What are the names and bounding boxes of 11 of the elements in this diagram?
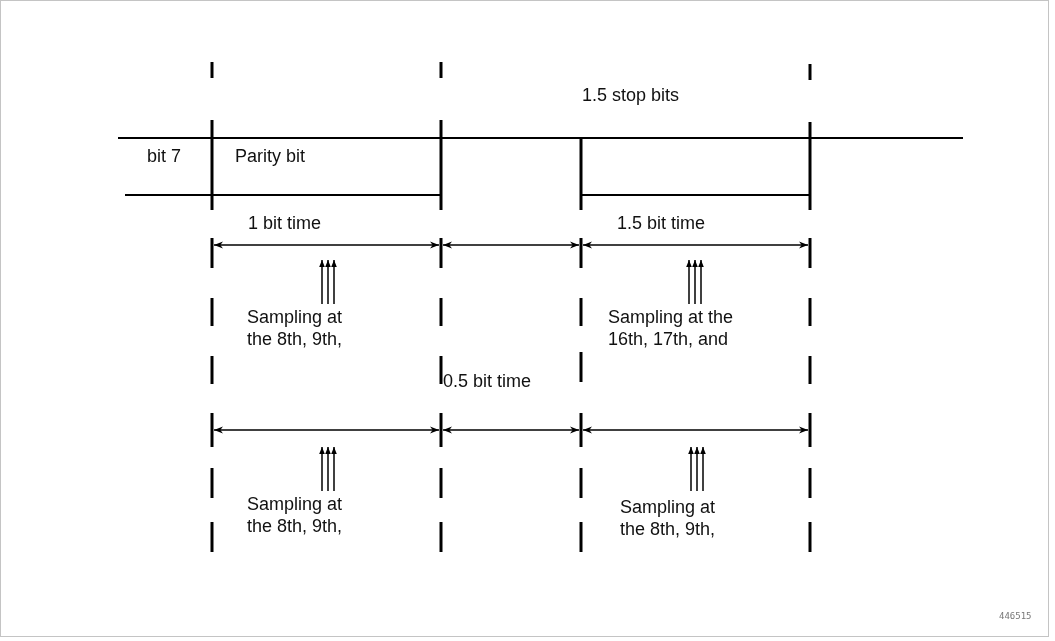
timing-label: 1 bit time (248, 212, 323, 234)
timing-label: 1.5 bit time (617, 212, 707, 234)
timing-label: Sampling at the 8th, 9th, (620, 496, 717, 540)
timing-label: Sampling at the 8th, 9th, (247, 306, 344, 350)
timing-label: Sampling at the 16th, 17th, and (608, 306, 735, 350)
timing-label: Sampling at the 8th, 9th, (247, 493, 344, 537)
timing-label: 0.5 bit time (443, 370, 533, 392)
timing-label: 1.5 stop bits (582, 84, 681, 106)
figure-id: 446515 (999, 611, 1033, 622)
timing-label: bit 7 (147, 145, 183, 167)
timing-label: Parity bit (235, 145, 307, 167)
